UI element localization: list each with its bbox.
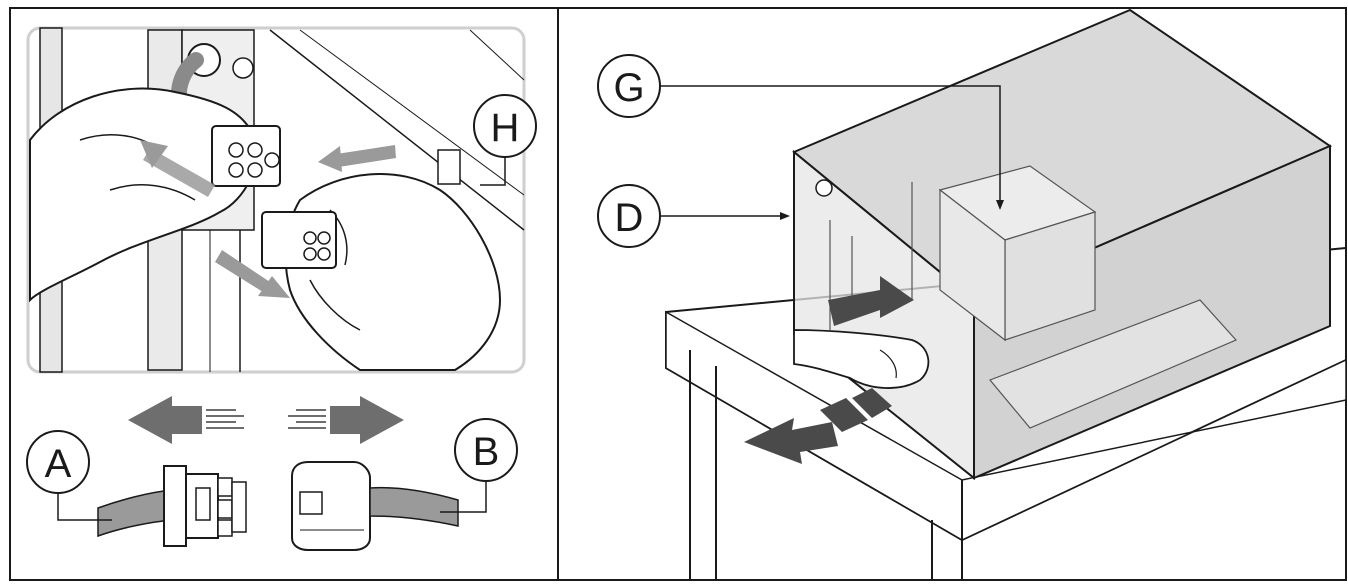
pull-arrow-segment [852, 388, 892, 418]
callout-h-label: H [491, 106, 520, 150]
callout-a-leader [57, 493, 112, 521]
right-arrow-shaft [330, 406, 364, 434]
cable-a [97, 489, 173, 538]
callout-g-arrowhead [996, 200, 1004, 210]
connector-diagram: A B [26, 396, 518, 551]
finger-line [879, 349, 897, 379]
arrow-head-icon [258, 276, 290, 298]
callout-d-arrowhead [780, 212, 790, 220]
panel-edge [299, 29, 525, 196]
callout-b-leader [440, 481, 487, 513]
pull-arrow-icon [143, 148, 215, 197]
internal-module-front [939, 188, 1006, 342]
push-arrow-icon [828, 276, 914, 326]
male-connector [211, 125, 281, 187]
female-connector [261, 211, 337, 269]
callout-g-leader [660, 85, 1001, 206]
finger-line [109, 184, 196, 201]
internal-tray [989, 299, 1238, 429]
appliance-panel: G D [597, 8, 1347, 580]
callout-b-label: B [473, 430, 500, 474]
panel-edge [269, 29, 525, 231]
callout-d-label: D [615, 196, 644, 240]
pull-arrow-icon [215, 250, 270, 292]
arrow-head-icon [140, 140, 168, 168]
connector-closeup-panel: H [26, 26, 537, 374]
callout-h-leader [480, 157, 506, 186]
callout-g-label: G [613, 66, 644, 110]
left-arrow-icon [128, 396, 172, 444]
right-arrow-icon [360, 396, 404, 444]
finger-line [309, 279, 361, 331]
left-arrow-shaft [168, 406, 202, 434]
cable-b [369, 486, 459, 527]
screw-hole [232, 57, 254, 79]
pull-arrow-segment [820, 398, 868, 432]
pull-out-arrow-icon [744, 418, 838, 464]
hand-reaching [793, 329, 930, 389]
pull-arrow-icon [330, 145, 396, 168]
bracket [437, 149, 461, 185]
callout-a-label: A [45, 442, 72, 486]
connector-b [291, 461, 371, 551]
connector-a [163, 465, 247, 547]
panel-edge [469, 29, 525, 81]
arrow-head-icon [318, 146, 342, 172]
front-knob [815, 179, 833, 197]
